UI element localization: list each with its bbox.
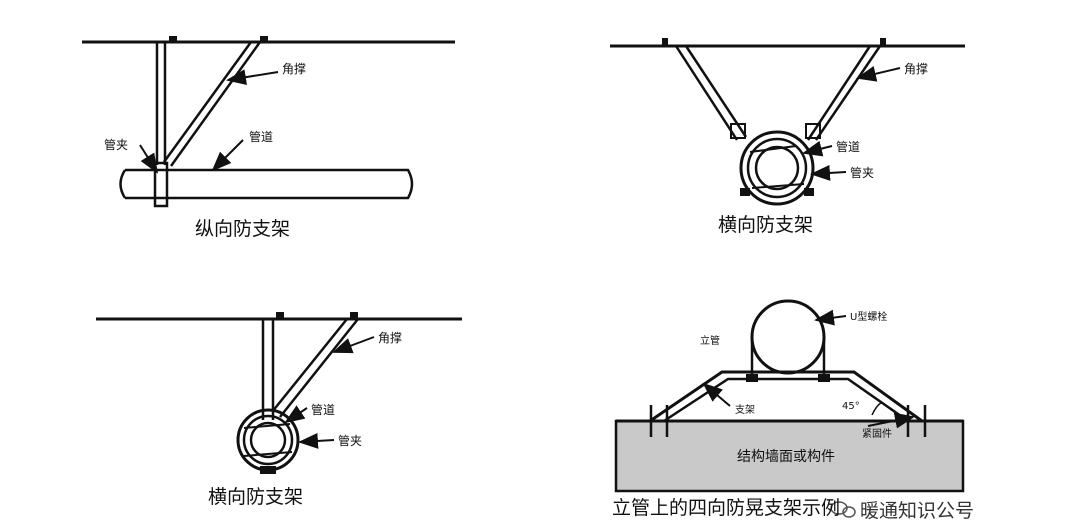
pipe-clamp-label: 管夹 bbox=[850, 166, 875, 180]
angle-brace-label: 角撑 bbox=[904, 62, 929, 76]
caption-transverse-bottom: 横向防支架 bbox=[208, 486, 304, 508]
transverse-brace-bottom-figure bbox=[96, 312, 462, 474]
caption-transverse-top: 横向防支架 bbox=[718, 214, 814, 236]
pipe-clamp-ring bbox=[739, 130, 815, 206]
caption-riser: 立管上的四向防晃支架示例 bbox=[612, 497, 841, 519]
pipe-label: 管道 bbox=[836, 140, 861, 154]
wall-label: 结构墙面或构件 bbox=[737, 449, 835, 465]
pipe-label: 管道 bbox=[311, 403, 336, 417]
longitudinal-brace-figure bbox=[82, 36, 455, 208]
pipe bbox=[125, 168, 414, 200]
anchor-bolt bbox=[260, 36, 268, 42]
caption-longitudinal: 纵向防支架 bbox=[195, 218, 291, 240]
pipe-clamp-label: 管夹 bbox=[338, 434, 363, 448]
pipe-clamp-label: 管夹 bbox=[104, 138, 129, 152]
riser-pipe bbox=[750, 299, 826, 375]
transverse-brace-top-figure bbox=[610, 38, 965, 206]
wechat-logo-icon bbox=[830, 501, 856, 518]
u-bolt-label: U型螺栓 bbox=[850, 312, 888, 323]
angle-brace bbox=[162, 41, 253, 163]
pipe-clamp bbox=[153, 161, 169, 208]
angle-label: 45° bbox=[842, 401, 860, 412]
riser-label: 立管 bbox=[700, 336, 720, 347]
angle-brace-label: 角撑 bbox=[282, 62, 307, 76]
riser-four-way-brace-figure bbox=[614, 299, 965, 493]
fastener-label: 紧固件 bbox=[862, 429, 892, 440]
pipe-section bbox=[754, 145, 800, 191]
anchor-bolt bbox=[169, 36, 177, 42]
bracket bbox=[649, 370, 923, 423]
pipe-label: 管道 bbox=[249, 130, 274, 144]
watermark-text: 暖通知识公号 bbox=[860, 500, 975, 522]
bracket-label: 支架 bbox=[735, 405, 755, 416]
angle-brace-label: 角撑 bbox=[378, 331, 403, 345]
